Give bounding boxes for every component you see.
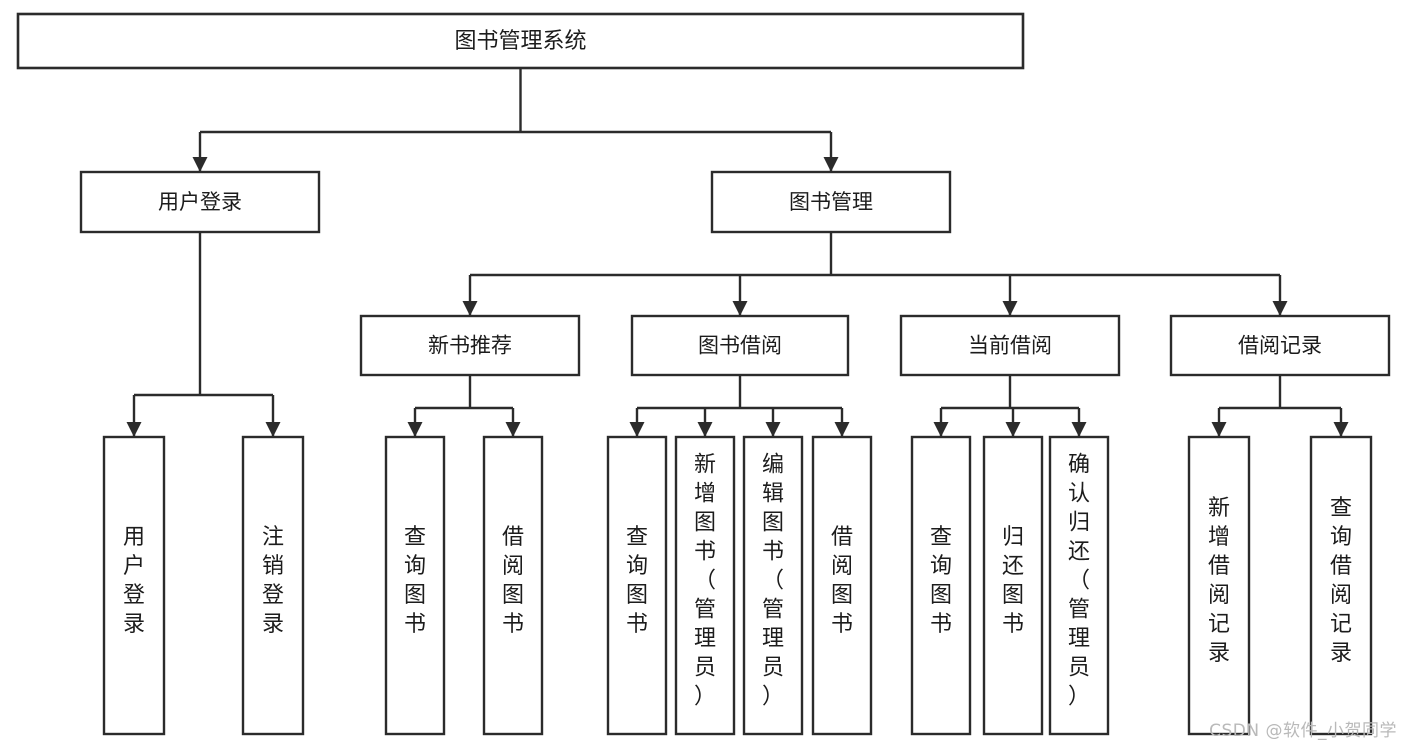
node-level3-3-rect [1169, 314, 1391, 377]
node-leaf-3[interactable]: 借阅图书 [482, 435, 544, 736]
node-level2-0[interactable]: 用户登录 [79, 170, 321, 234]
node-leaf-1-label: 注销登录 [262, 525, 284, 637]
node-level3-3-label: 借阅记录 [1238, 334, 1322, 358]
node-layer: 图书管理系统用户登录图书管理新书推荐图书借阅当前借阅借阅记录用户登录注销登录查询… [16, 12, 1391, 736]
arrow-head-icon [629, 422, 645, 437]
node-level3-2-label: 当前借阅 [968, 334, 1052, 358]
arrow-head-icon [1005, 422, 1021, 437]
arrow-head-icon [462, 301, 478, 316]
node-leaf-10[interactable]: 确认归还（管理员） [1048, 435, 1110, 736]
arrow-head-icon [1071, 422, 1087, 437]
node-leaf-2-rect [384, 435, 446, 736]
arrow-head-icon [933, 422, 949, 437]
node-root-system-rect [16, 12, 1025, 70]
node-leaf-11-label: 新增借阅记录 [1208, 496, 1230, 666]
node-level3-0[interactable]: 新书推荐 [359, 314, 581, 377]
node-leaf-4[interactable]: 查询图书 [606, 435, 668, 736]
node-level3-2-rect [899, 314, 1121, 377]
arrow-head-icon [1272, 301, 1288, 316]
node-leaf-0-label: 用户登录 [123, 525, 145, 637]
node-leaf-8[interactable]: 查询图书 [910, 435, 972, 736]
node-root-system-label: 图书管理系统 [454, 29, 586, 54]
node-leaf-0-rect [102, 435, 166, 736]
node-leaf-8-label: 查询图书 [930, 525, 952, 637]
arrow-head-icon [192, 157, 208, 172]
arrow-head-icon [407, 422, 423, 437]
node-leaf-3-label: 借阅图书 [502, 525, 524, 637]
node-leaf-4-rect [606, 435, 668, 736]
node-leaf-5-rect [674, 435, 736, 736]
node-leaf-11[interactable]: 新增借阅记录 [1187, 435, 1251, 736]
node-level2-1[interactable]: 图书管理 [710, 170, 952, 234]
node-level2-0-label: 用户登录 [158, 190, 242, 214]
arrow-head-icon [1002, 301, 1018, 316]
node-level3-0-rect [359, 314, 581, 377]
node-leaf-6-label: 编辑图书（管理员） [762, 453, 784, 710]
node-leaf-10-rect [1048, 435, 1110, 736]
node-level3-1-label: 图书借阅 [698, 334, 782, 358]
node-leaf-10-label: 确认归还（管理员） [1068, 453, 1090, 710]
node-leaf-7-rect [811, 435, 873, 736]
node-leaf-7[interactable]: 借阅图书 [811, 435, 873, 736]
arrow-head-icon [126, 422, 142, 437]
node-leaf-5[interactable]: 新增图书（管理员） [674, 435, 736, 736]
node-leaf-5-label: 新增图书（管理员） [694, 453, 716, 710]
node-leaf-4-label: 查询图书 [626, 525, 648, 637]
node-leaf-7-label: 借阅图书 [831, 525, 853, 637]
node-leaf-12[interactable]: 查询借阅记录 [1309, 435, 1373, 736]
arrow-head-icon [1333, 422, 1349, 437]
node-level3-1[interactable]: 图书借阅 [630, 314, 850, 377]
arrow-head-icon [834, 422, 850, 437]
node-leaf-6-rect [742, 435, 804, 736]
node-level3-1-rect [630, 314, 850, 377]
node-level2-1-rect [710, 170, 952, 234]
arrow-head-icon [732, 301, 748, 316]
arrow-head-icon [505, 422, 521, 437]
node-level2-0-rect [79, 170, 321, 234]
node-level3-0-label: 新书推荐 [428, 334, 512, 358]
arrow-head-icon [1211, 422, 1227, 437]
arrow-head-icon [765, 422, 781, 437]
node-leaf-12-rect [1309, 435, 1373, 736]
connector-layer [126, 68, 1349, 437]
node-leaf-3-rect [482, 435, 544, 736]
node-leaf-8-rect [910, 435, 972, 736]
node-leaf-1-rect [241, 435, 305, 736]
node-level3-3[interactable]: 借阅记录 [1169, 314, 1391, 377]
node-leaf-6[interactable]: 编辑图书（管理员） [742, 435, 804, 736]
node-leaf-11-rect [1187, 435, 1251, 736]
arrow-head-icon [697, 422, 713, 437]
node-leaf-9-rect [982, 435, 1044, 736]
node-leaf-9[interactable]: 归还图书 [982, 435, 1044, 736]
node-leaf-2-label: 查询图书 [404, 525, 426, 637]
node-leaf-12-label: 查询借阅记录 [1330, 496, 1352, 666]
arrow-head-icon [265, 422, 281, 437]
node-leaf-2[interactable]: 查询图书 [384, 435, 446, 736]
node-level3-2[interactable]: 当前借阅 [899, 314, 1121, 377]
node-root-system[interactable]: 图书管理系统 [16, 12, 1025, 70]
arrow-head-icon [823, 157, 839, 172]
node-leaf-1[interactable]: 注销登录 [241, 435, 305, 736]
node-leaf-0[interactable]: 用户登录 [102, 435, 166, 736]
node-leaf-9-label: 归还图书 [1002, 525, 1024, 637]
node-level2-1-label: 图书管理 [789, 190, 873, 214]
